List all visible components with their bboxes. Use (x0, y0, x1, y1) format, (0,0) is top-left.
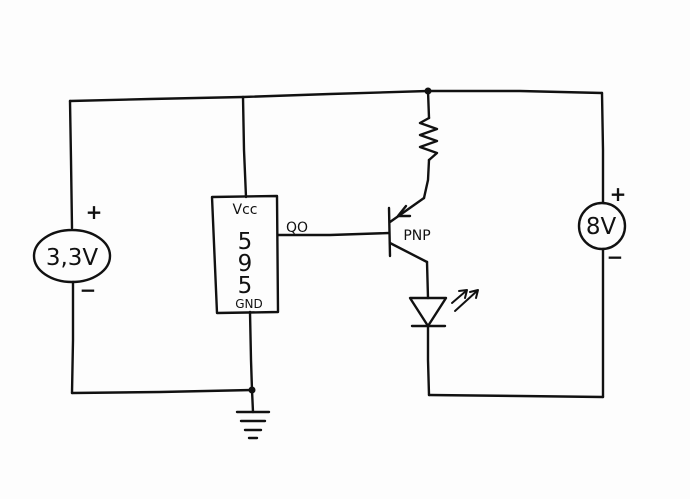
right-source-voltage: 8V (586, 214, 617, 240)
led-to-bottom-wire (426, 324, 431, 397)
transistor-type-label: PNP (403, 228, 430, 244)
left-source-minus: − (80, 278, 97, 302)
transistor-collector-lead (388, 241, 429, 264)
left-source-voltage: 3,3V (46, 245, 99, 271)
ic-digit-1: 5 (238, 229, 253, 255)
left-source-upper-wire (68, 99, 74, 230)
junction-dot-top (424, 87, 432, 95)
led-triangle (408, 296, 448, 328)
left-source-plus: + (86, 200, 103, 224)
led (408, 289, 479, 328)
right-source-plus: + (610, 182, 627, 206)
transistor-base-bar (387, 206, 392, 258)
ic-body (210, 194, 280, 315)
ic-vcc-label: Vcc (233, 202, 258, 218)
bottom-left-wire (70, 388, 254, 395)
timer-ic: Vcc 5 9 5 GND QO (210, 194, 308, 315)
led-light-arrows-icon (451, 289, 479, 312)
ground-icon (235, 410, 271, 440)
right-source-upper-wire (600, 91, 605, 205)
left-source-lower-wire (70, 280, 75, 395)
resistor-top-wire (426, 89, 431, 120)
top-rail-wire (68, 89, 604, 103)
ic-output-label: QO (286, 220, 308, 236)
ic-digit-2: 9 (238, 251, 253, 277)
resistor-bottom-wire (422, 158, 431, 200)
right-voltage-source: 8V + − (577, 182, 627, 269)
output-to-base-wire (276, 231, 391, 237)
collector-to-led-wire (425, 260, 430, 300)
transistor-emitter-arrow-icon (396, 204, 412, 218)
ic-digit-3: 5 (238, 273, 253, 299)
gnd-wire (248, 310, 255, 414)
pnp-transistor: PNP (387, 196, 431, 264)
wires (68, 89, 605, 414)
ic-gnd-label: GND (235, 297, 263, 311)
left-voltage-source: 3,3V + − (32, 200, 112, 302)
bottom-right-wire (427, 393, 605, 399)
vcc-wire (241, 95, 248, 199)
junction-dot-ground (248, 386, 256, 394)
resistor-zigzag (418, 116, 439, 162)
right-source-minus: − (607, 245, 624, 269)
transistor-emitter-lead (388, 196, 426, 224)
